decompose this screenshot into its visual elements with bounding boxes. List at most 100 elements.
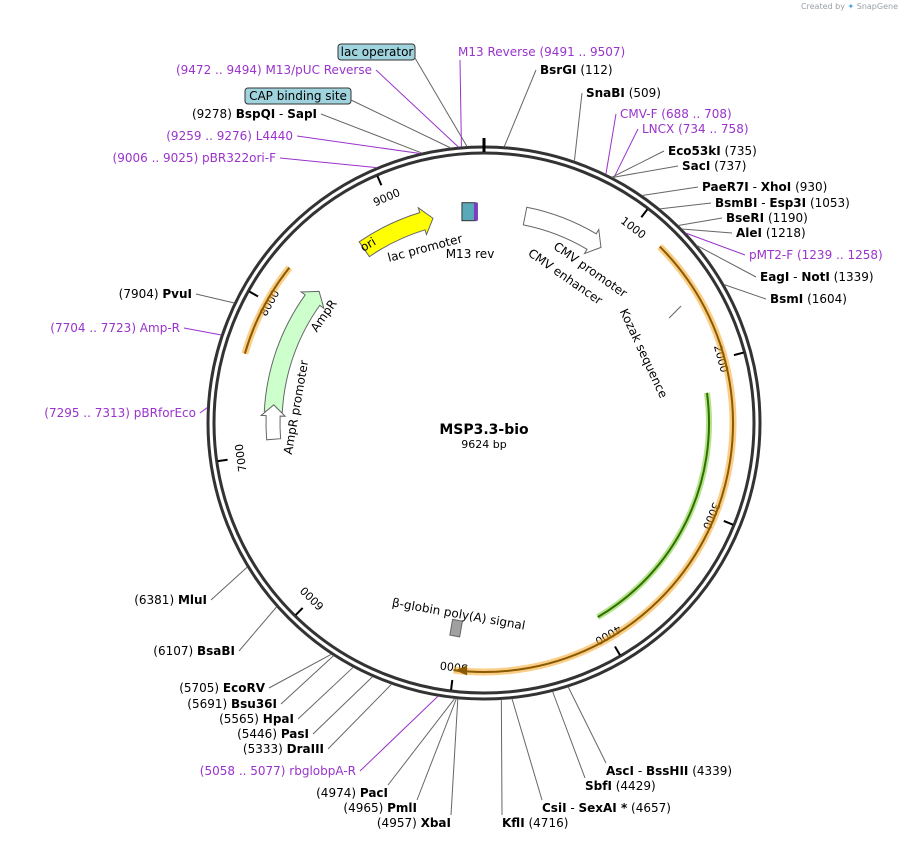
enzyme-label-part: (5691) [187,697,231,711]
enzyme-label: BsmBI - Esp3I (1053) [715,196,850,210]
enzyme-label: Eco53kI (735) [668,144,757,158]
enzyme-label-part: XbaI [421,816,451,830]
label-connector [696,244,757,278]
ruler-tick-label: 9000 [371,186,402,209]
label-connector [296,135,421,154]
enzyme-label: (4974) PacI [316,786,388,800]
enzyme-label: (4965) PmlI [343,801,417,815]
label-connector [279,157,377,169]
enzyme-label-part: (6381) [134,593,178,607]
enzyme-label-part: BsmI [770,292,803,306]
feature-m13-rev-box [473,202,478,221]
enzyme-label: SbfI (4429) [585,779,656,793]
primer-label: (9472 .. 9494) M13/pUC Reverse [176,63,372,77]
orf-arc-right [453,244,737,676]
enzyme-label-part: HpaI [263,712,294,726]
enzyme-label-part: - [757,196,769,210]
enzyme-label-part: PvuI [162,287,192,301]
enzyme-label-part: BseRI [726,211,764,225]
enzyme-label-part: EagI [760,270,789,284]
enzyme-label: KflI (4716) [502,816,568,830]
enzyme-label-part: SexAI * [579,801,628,815]
label-connector [210,566,248,601]
ruler-tick-label: 7000 [233,443,250,473]
label-connector [375,69,459,148]
enzyme-label: (5333) DraIII [243,742,324,756]
ruler-tick-label: 1000 [618,214,648,241]
enzyme-label-part: DraIII [287,742,324,756]
enzyme-label-part: - [567,801,579,815]
enzyme-label: BsmI (1604) [770,292,847,306]
enzyme-label-part: (1339) [830,270,874,284]
feature-label: ori [358,235,379,255]
feature-label: M13 rev [446,247,495,261]
plasmid-size: 9624 bp [461,438,506,451]
lac-operator-box [337,43,416,61]
enzyme-label-part: AleI [736,226,762,240]
enzyme-label: (5691) Bsu36I [187,697,277,711]
enzyme-label: (6107) BsaBI [153,644,235,658]
label-connector [685,232,746,256]
enzyme-label-part: PmlI [387,801,417,815]
label-connector [312,676,373,735]
ruler-tick [450,679,454,691]
lac-operator-label: lac operator [341,45,414,59]
enzyme-label: (7904) PvuI [119,287,192,301]
label-connector [416,698,457,801]
primer-label: (5058 .. 5077) rbglobpA-R [200,764,356,778]
enzyme-label: (5565) HpaI [219,712,294,726]
enzyme-label: PaeR7I - XhoI (930) [702,180,827,194]
enzyme-label: BseRI (1190) [726,211,808,225]
label-connector [511,698,543,801]
enzyme-label: (6381) MluI [134,593,207,607]
ruler-tick [640,208,649,218]
enzyme-label-part: (4974) [316,786,360,800]
label-connector [659,202,712,210]
enzyme-label-part: AscI [606,764,634,778]
label-connector [450,698,459,816]
ruler-tick [217,458,228,463]
enzyme-label-part: (4339) [688,764,732,778]
label-connector [387,698,456,786]
credit-prefix: Created by [800,2,845,11]
primer-label: (7704 .. 7723) Amp-R [50,321,180,335]
enzyme-label-part: SacI [682,159,710,173]
label-connector [297,666,354,720]
label-connector [327,683,392,750]
primer-label: (9259 .. 9276) L4440 [166,129,293,143]
backbone-inner-ring [212,151,756,695]
m13-reverse-label: M13 Reverse (9491 .. 9507) [458,45,625,59]
enzyme-label-part: (509) [625,86,661,100]
enzyme-label-part: (1190) [764,211,808,225]
enzyme-label-part: (5446) [237,727,281,741]
label-connector [195,293,235,304]
enzyme-label: (5446) PasI [237,727,309,741]
enzyme-label-part: PaeR7I [702,180,749,194]
label-connector [280,655,334,705]
enzyme-label-part: SnaBI [586,86,625,100]
enzyme-label-part: (930) [791,180,827,194]
enzyme-label-part: (737) [710,159,746,173]
enzyme-label-part: (112) [577,63,613,77]
label-connector [641,186,699,197]
enzyme-label-part: BspQI [236,107,276,121]
enzyme-label-part: CsiI [542,801,567,815]
plasmid-name: MSP3.3-bio [439,422,529,438]
label-connector [678,217,723,226]
label-connector [459,59,462,147]
enzyme-label: (5705) EcoRV [179,681,266,695]
enzyme-label-part: (5705) [179,681,223,695]
label-connector [567,686,607,764]
enzyme-label: AleI (1218) [736,226,806,240]
enzyme-label-part: SapI [287,107,317,121]
orf-arc-right-line [453,245,734,673]
feature-ampr [263,290,325,413]
label-connector [503,69,537,147]
ruler-tick [376,175,383,186]
label-connector [268,653,332,689]
enzyme-label-part: EcoRV [223,681,266,695]
label-connector [359,695,439,772]
enzyme-label-part: (735) [721,144,757,158]
label-connector [573,92,583,162]
